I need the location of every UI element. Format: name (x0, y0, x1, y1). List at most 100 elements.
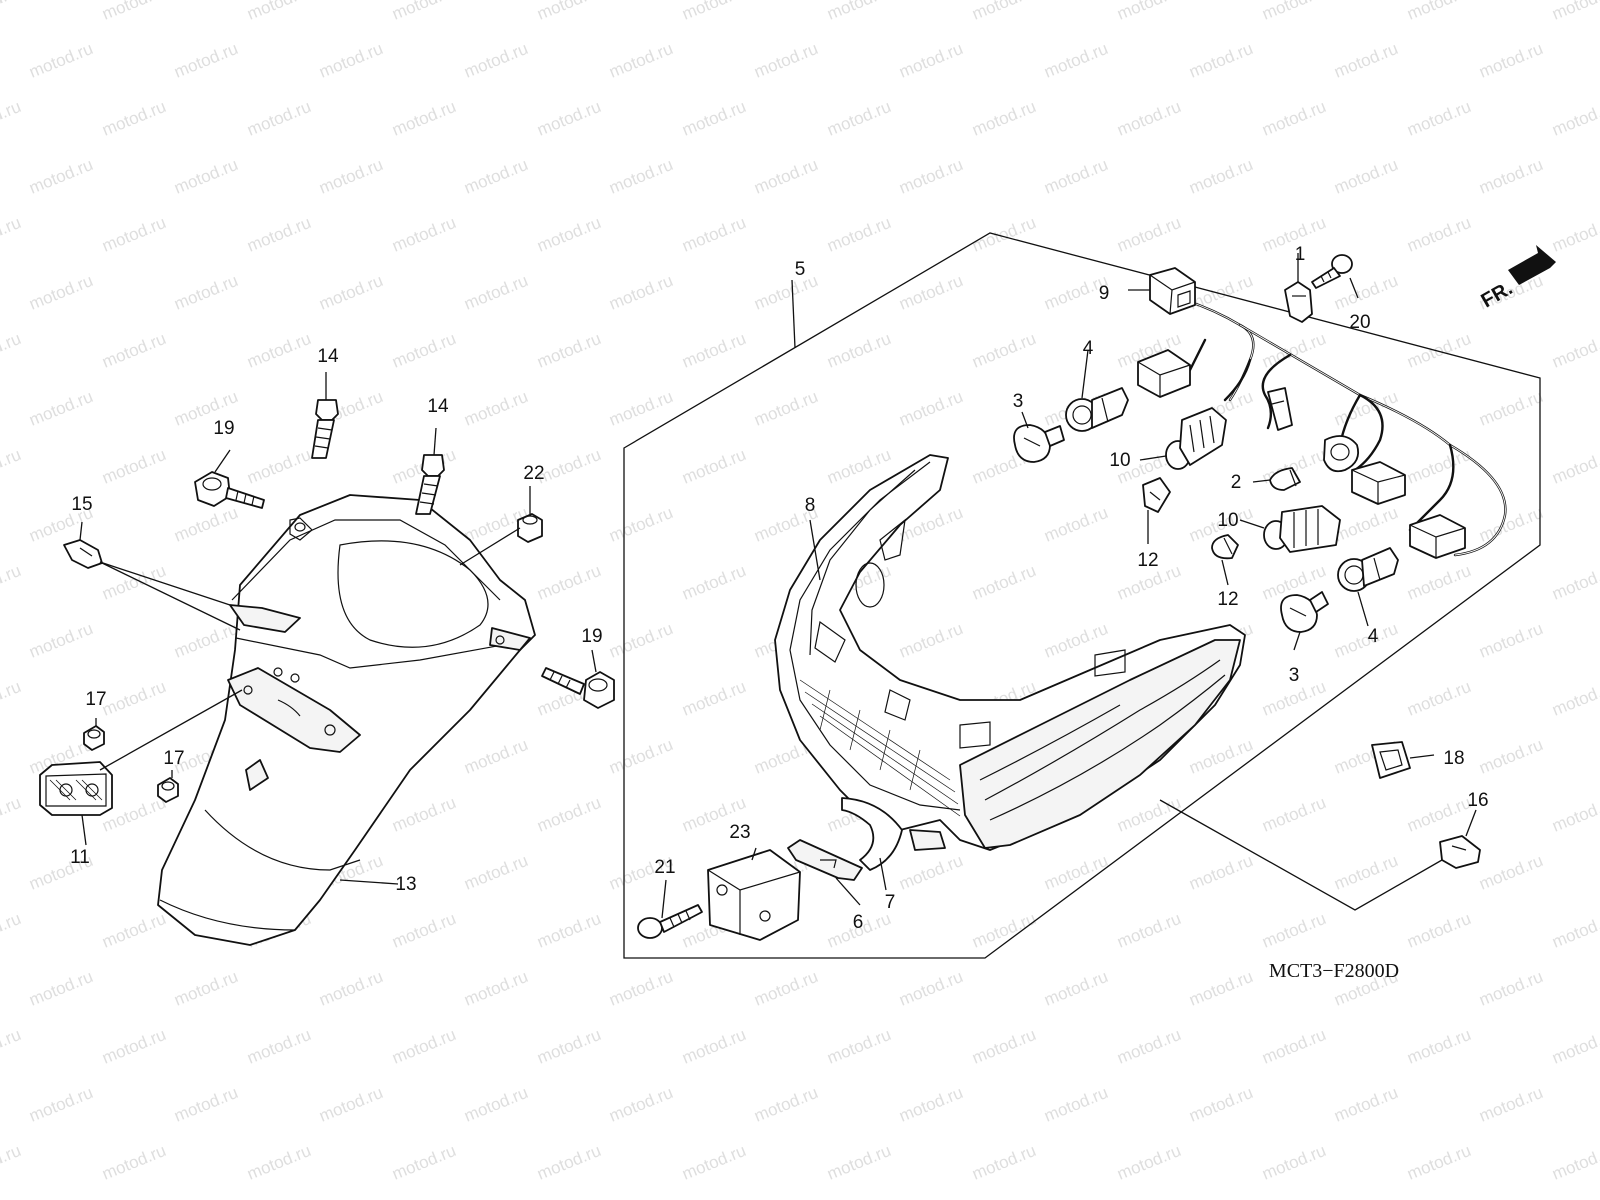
watermark-text: motod.ru (1549, 329, 1600, 372)
watermark-text: motod.ru (1331, 271, 1400, 314)
watermark-text: motod.ru (1549, 793, 1600, 836)
watermark-text: motod.ru (969, 1141, 1038, 1184)
watermark-text: motod.ru (896, 39, 965, 82)
watermark-text: motod.ru (969, 97, 1038, 140)
watermark-text: motod.ru (534, 445, 603, 488)
watermark-text: motod.ru (896, 271, 965, 314)
watermark-text: motod.ru (99, 1025, 168, 1068)
watermark-text: motod.ru (1476, 503, 1545, 546)
watermark-text: motod.ru (316, 271, 385, 314)
watermark-text: motod.ru (0, 561, 24, 604)
watermark-text: motod.ru (824, 97, 893, 140)
watermark-text: motod.ru (461, 271, 530, 314)
clamp-1 (1284, 281, 1313, 323)
watermark-text: motod.ru (896, 155, 965, 198)
watermark-text: motod.ru (1404, 329, 1473, 372)
watermark-text: motod.ru (1186, 1083, 1255, 1126)
watermark-text: motod.ru (1476, 387, 1545, 430)
watermark-text: motod.ru (1186, 271, 1255, 314)
watermark-text: motod.ru (1331, 851, 1400, 894)
watermark-text: motod.ru (1114, 793, 1183, 836)
watermark-text: motod.ru (461, 851, 530, 894)
watermark-text: motod.ru (1404, 213, 1473, 256)
watermark-text: motod.ru (244, 97, 313, 140)
watermark-text: motod.ru (1259, 329, 1328, 372)
seal-6 (787, 839, 863, 881)
callout-21: 21 (654, 857, 675, 878)
bolt-14-a (311, 399, 339, 459)
watermark-text: motod.ru (824, 329, 893, 372)
watermark-text: motod.ru (534, 1025, 603, 1068)
callout-19-a: 19 (213, 418, 234, 439)
watermark-text: motod.ru (1476, 851, 1545, 894)
direction-arrow-icon (1508, 245, 1556, 285)
watermark-text: motod.ru (316, 1083, 385, 1126)
watermark-text: motod.ru (1114, 97, 1183, 140)
watermark-text: motod.ru (26, 387, 95, 430)
watermark-text: motod.ru (389, 909, 458, 952)
callout-15: 15 (71, 494, 92, 515)
watermark-text: motod.ru (244, 213, 313, 256)
watermark-text: motod.ru (751, 271, 820, 314)
bolt-19-a (194, 471, 265, 509)
watermark-text: motod.ru (896, 619, 965, 662)
watermark-text: motod.ru (606, 735, 675, 778)
callout-23: 23 (729, 822, 750, 843)
watermark-text: motod.ru (1186, 155, 1255, 198)
watermark-text: motod.ru (0, 1141, 24, 1184)
watermark-text: motod.ru (1549, 677, 1600, 720)
clip-16 (1439, 835, 1481, 869)
callout-7: 7 (885, 892, 896, 913)
watermark-text: motod.ru (679, 677, 748, 720)
callout-2: 2 (1231, 472, 1242, 493)
watermark-text: motod.ru (1331, 39, 1400, 82)
watermark-text: motod.ru (679, 97, 748, 140)
watermark-text: motod.ru (1404, 97, 1473, 140)
callout-4-b: 4 (1368, 626, 1379, 647)
watermark-text: motod.ru (1041, 619, 1110, 662)
watermark-text: motod.ru (99, 445, 168, 488)
screw-20 (1311, 254, 1353, 289)
bulb-3-b (1280, 591, 1329, 633)
watermark-text: motod.ru (606, 503, 675, 546)
watermark-text: motod.ru (751, 387, 820, 430)
watermark-text: motod.ru (389, 97, 458, 140)
front-direction-indicator: FR. (1478, 245, 1556, 312)
collar-22 (517, 513, 543, 543)
watermark-text: motod.ru (26, 155, 95, 198)
watermark-text: motod.ru (389, 213, 458, 256)
bulb-12-b (1211, 534, 1239, 560)
watermark-text: motod.ru (99, 0, 168, 24)
leader-lines (79, 253, 1477, 919)
bulb-12-a (1142, 477, 1171, 513)
watermark-text: motod.ru (316, 39, 385, 82)
watermark-text: motod.ru (244, 0, 313, 24)
callout-5: 5 (795, 259, 806, 280)
watermark-text: motod.ru (969, 213, 1038, 256)
watermark-text: motod.ru (244, 1025, 313, 1068)
watermark-text: motod.ru (99, 213, 168, 256)
watermark-text: motod.ru (1186, 39, 1255, 82)
watermark-text: motod.ru (1114, 909, 1183, 952)
callout-12-b: 12 (1217, 589, 1238, 610)
callout-1: 1 (1295, 244, 1306, 265)
bolt-14-b (415, 454, 445, 515)
watermark-text: motod.ru (99, 909, 168, 952)
watermark-text: motod.ru (1549, 97, 1600, 140)
watermark-text: motod.ru (171, 967, 240, 1010)
watermark-text: motod.ru (1404, 445, 1473, 488)
callout-labels: 1 20 9 5 4 3 10 2 10 12 12 3 4 8 18 16 2… (70, 244, 1488, 933)
watermark-text: motod.ru (751, 155, 820, 198)
watermark-text: motod.ru (1259, 1025, 1328, 1068)
watermark-text: motod.ru (1331, 155, 1400, 198)
bulb-3-a (1013, 424, 1065, 463)
watermark-text: motod.ru (99, 329, 168, 372)
assembly-frame (623, 232, 1541, 959)
watermark-text: motod.ru (26, 271, 95, 314)
nut-17-b (157, 777, 179, 803)
watermark-text: motod.ru (1259, 1141, 1328, 1184)
watermark-text: motod.ru (461, 155, 530, 198)
watermark-text: motod.ru (824, 1141, 893, 1184)
callout-4-a: 4 (1083, 338, 1094, 359)
watermark-text: motod.ru (534, 909, 603, 952)
